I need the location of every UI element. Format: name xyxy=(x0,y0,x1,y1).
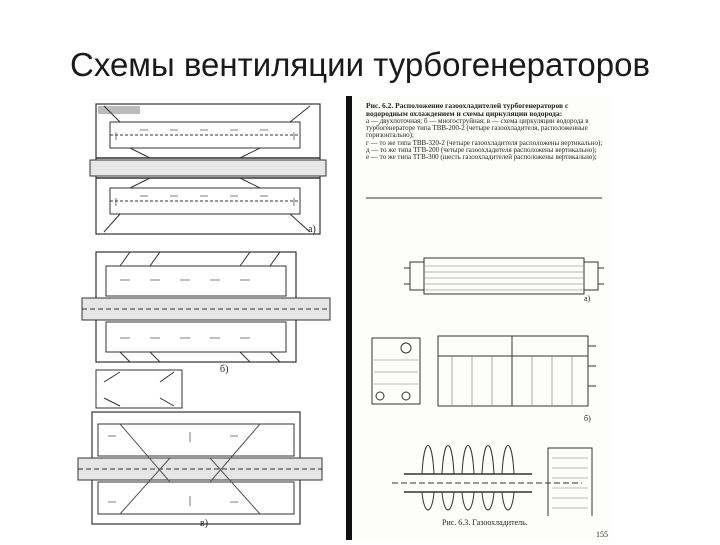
scheme-a-label: а) xyxy=(308,224,316,235)
caption-line-3: д — то же типа ТГВ-200 (четыре газоохлад… xyxy=(366,146,597,155)
cooler-label-a: а) xyxy=(584,294,591,303)
page-binding-edge xyxy=(346,96,352,540)
scheme-c-drawing xyxy=(77,411,323,525)
caption-heading: Рис. 6.2. Расположение газоохладителей т… xyxy=(366,101,569,118)
scheme-b-label: б) xyxy=(220,364,229,375)
caption-line-2: г — то же типа ТВВ-320-2 (четыре газоохл… xyxy=(366,138,603,147)
ventilation-schemes-scan: а) б) в) xyxy=(60,92,345,540)
ventilation-schemes-drawing xyxy=(77,103,331,525)
page-background xyxy=(352,96,612,540)
gas-cooler-page-scan: Рис. 6.2. Расположение газоохладителей т… xyxy=(346,96,612,540)
gas-cooler-drawing xyxy=(366,197,604,516)
figure-6-2-caption: Рис. 6.2. Расположение газоохладителей т… xyxy=(366,102,606,162)
slide-title: Схемы вентиляции турбогенераторов xyxy=(69,46,650,83)
scheme-c-label: в) xyxy=(200,518,209,529)
caption-line-1: а — двухпоточная; б — многоструйная; в —… xyxy=(366,116,589,140)
scheme-b-drawing xyxy=(81,251,331,409)
cooler-label-b: б) xyxy=(584,414,591,423)
figure-6-3-caption: Рис. 6.3. Газоохладитель. xyxy=(442,518,528,527)
page-number: 155 xyxy=(596,530,608,539)
caption-line-4: е — то же типа ТГВ-300 (шесть газоохлади… xyxy=(366,153,597,162)
scheme-a-drawing xyxy=(89,103,327,235)
